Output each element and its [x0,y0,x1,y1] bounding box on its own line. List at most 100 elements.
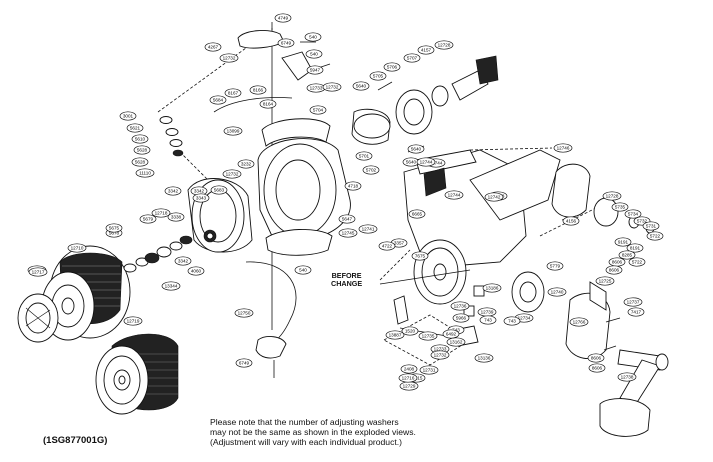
part-label-oval [358,224,378,234]
part-label-oval [355,151,373,161]
part-label: 5966 [452,313,470,323]
part-label: 6749 [235,358,253,368]
part-label-text: 8285 [622,253,633,258]
part-label: 5706 [383,62,401,72]
part-label-oval [646,231,664,241]
part-label-text: 5722 [632,260,643,265]
part-label: 5705 [369,71,387,81]
part-label: 12739 [477,307,497,317]
part-label-text: 8191 [630,246,641,251]
part-label-text: 12716 [402,376,415,381]
part-label-text: 6749 [239,361,250,366]
part-label: 6749 [277,38,295,48]
part-label: 12728 [602,191,622,201]
part-label-oval [294,265,312,275]
part-label-oval [204,42,222,52]
part-label-oval [587,353,605,363]
part-label-text: 5684 [213,98,224,103]
part-label-text: 5610 [135,137,146,142]
part-label: 12766 [569,317,589,327]
part-label: 6665 [408,209,426,219]
part-label: 13136 [474,353,494,363]
part-label-text: 3343 [196,196,207,201]
pinion-assembly [395,55,499,135]
part-label-oval [569,317,589,327]
part-label-text: 9191 [618,240,629,245]
part-label: 3001 [119,111,137,121]
part-label-text: 540 [310,52,318,57]
part-label: 5779 [546,261,564,271]
part-label-text: 3342 [178,259,189,264]
part-label-oval [627,307,645,317]
part-label-text: 13344 [165,284,178,289]
part-label-oval [274,13,292,23]
part-label-text: 5734 [628,212,639,217]
part-label: 12736 [450,301,470,311]
part-label-oval [187,266,205,276]
part-label: 9191 [614,237,632,247]
part-label-text: 12746 [557,146,570,151]
part-label: 12733 [306,83,326,93]
part-label: 12738 [617,372,637,382]
part-label-oval [223,126,243,136]
part-label: 8191 [626,243,644,253]
part-label-oval [416,157,436,167]
part-label: 13162 [446,337,466,347]
part-label: 8606 [608,257,626,267]
part-label-oval [119,111,137,121]
part-label-text: 12732 [326,85,339,90]
part-label-text: 4749 [278,16,289,21]
part-label: 5735 [611,202,629,212]
part-label-oval [484,192,504,202]
before-change-line-2: CHANGE [331,279,363,288]
part-label-text: 5731 [646,224,657,229]
part-label-oval [222,169,242,179]
part-label-text: 12728 [606,194,619,199]
part-label-oval [322,82,342,92]
part-label-oval [602,191,622,201]
part-label-oval [105,223,123,233]
part-label-oval [383,62,401,72]
part-label: 5640 [402,157,420,167]
part-label: 5675 [105,223,123,233]
before-change-line-1: BEFORE [331,271,362,280]
reel-handle [599,349,669,437]
part-label: 12737 [623,297,643,307]
part-label-oval [595,276,615,286]
part-label-text: 540 [309,35,317,40]
part-label: 1520 [401,326,419,336]
part-label-text: 5679 [143,217,154,222]
part-label: 12732 [430,350,450,360]
part-label: 12718 [151,208,171,218]
part-label-oval [626,243,644,253]
part-label: 4749 [274,13,292,23]
part-label-text: 13136 [478,356,491,361]
part-label-oval [628,257,646,267]
part-label-text: 5640 [356,84,367,89]
part-label-text: 12717 [32,270,45,275]
part-label-text: 3001 [123,114,134,119]
part-label-oval [219,53,239,63]
part-label: 5722 [628,257,646,267]
part-label: 5684 [209,95,227,105]
part-label-text: 2408 [404,367,415,372]
part-label: 5702 [362,165,380,175]
part-label-text: 6749 [281,41,292,46]
part-label-oval [417,45,435,55]
part-label: 5640 [352,81,370,91]
part-label: 5947 [306,65,324,75]
part-label: 12710 [67,243,87,253]
part-label-oval [617,372,637,382]
part-label-text: 4722 [382,244,393,249]
part-label-oval [442,329,460,339]
part-label: 12716 [398,373,418,383]
part-label-text: 1520 [405,329,416,334]
part-label: 12745 [338,228,358,238]
part-label-text: 4060 [191,269,202,274]
part-label-text: 8606 [609,268,620,273]
part-label-oval [400,364,418,374]
part-label: 12728 [434,40,454,50]
part-label-oval [277,38,295,48]
part-label-text: 12739 [481,310,494,315]
part-label-oval [338,228,358,238]
